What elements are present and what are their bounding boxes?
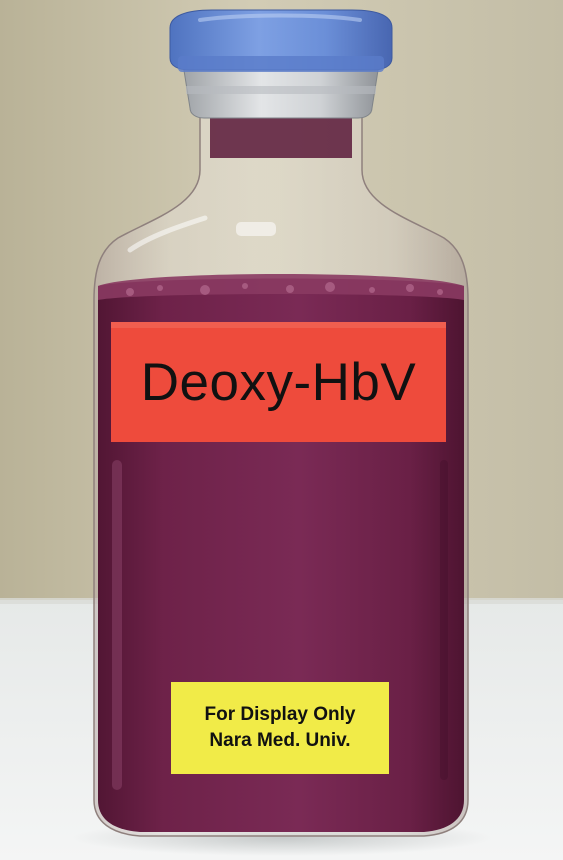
vial-label-text: Deoxy-HbV — [140, 352, 417, 412]
display-sticker: For Display Only Nara Med. Univ. — [171, 682, 389, 774]
sticker-line-1: For Display Only — [204, 704, 356, 726]
main-label-background — [111, 322, 446, 442]
sticker-background — [171, 682, 389, 774]
sticker-line-2: Nara Med. Univ. — [209, 730, 351, 751]
